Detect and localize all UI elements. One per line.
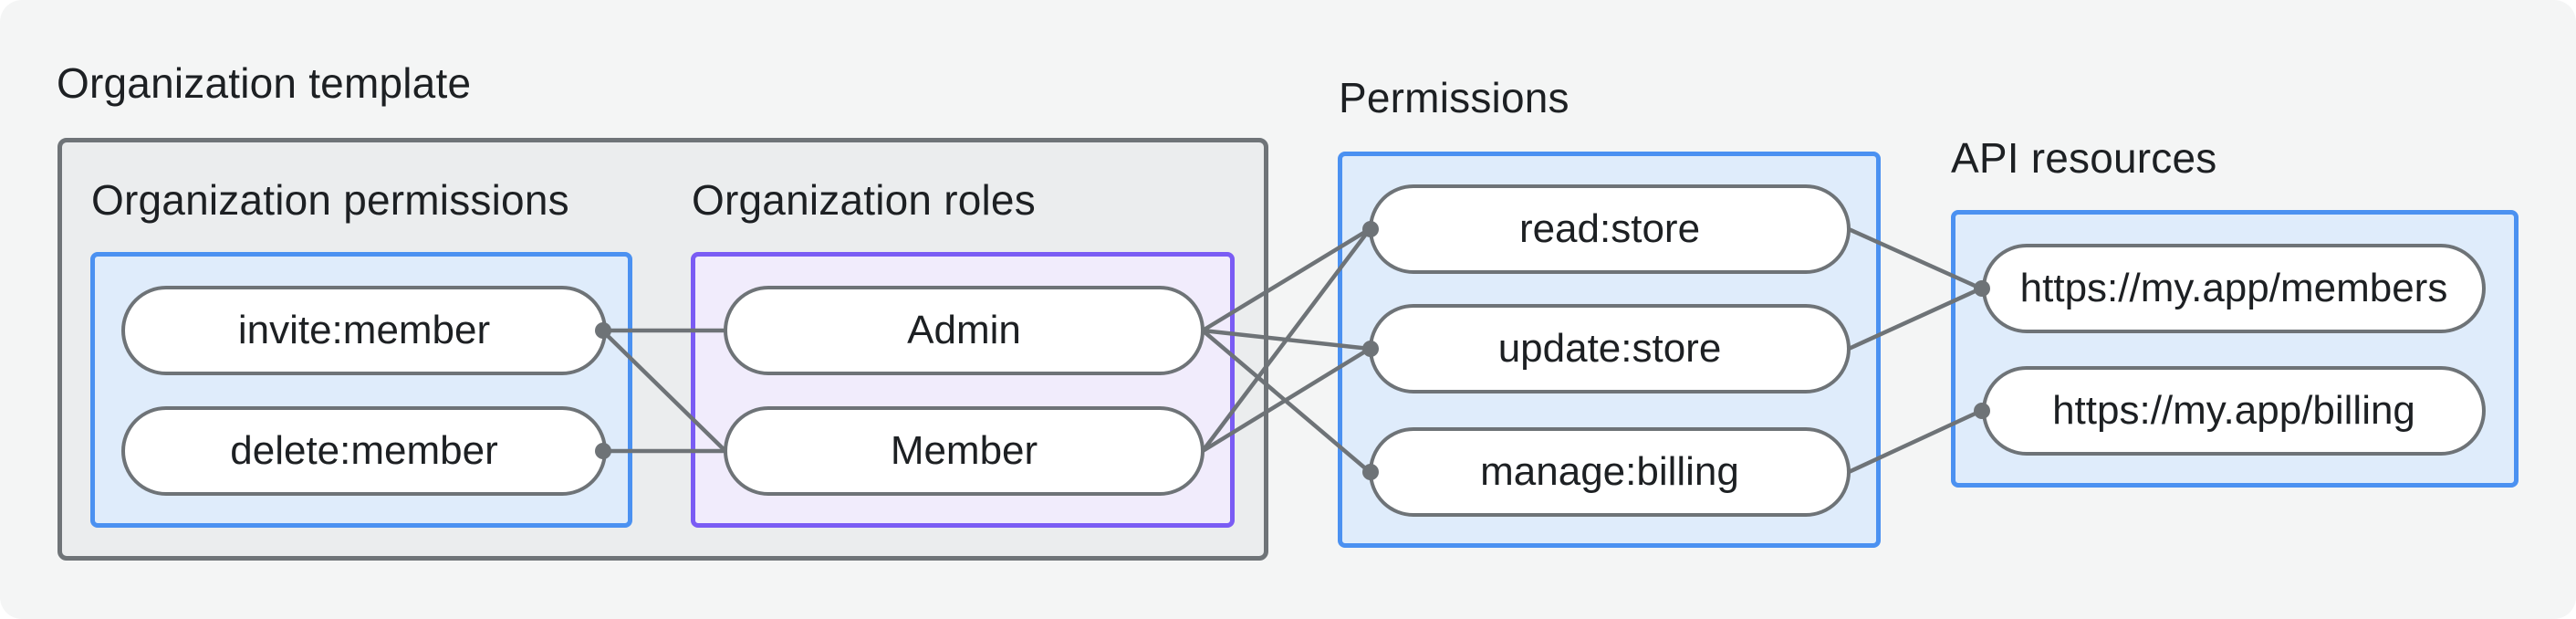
node-admin: Admin: [724, 286, 1205, 375]
node-manage-billing: manage:billing: [1369, 427, 1851, 517]
node-delete-member: delete:member: [121, 406, 607, 496]
organization-roles-label: Organization roles: [692, 176, 1036, 224]
organization-permissions-label: Organization permissions: [91, 176, 569, 224]
api-resources-label: API resources: [1951, 134, 2217, 182]
node-invite-member: invite:member: [121, 286, 607, 375]
node-read-store: read:store: [1369, 184, 1851, 274]
node-member: Member: [724, 406, 1205, 496]
node-members-api: https://my.app/members: [1982, 244, 2486, 333]
node-update-store: update:store: [1369, 304, 1851, 393]
permissions-label: Permissions: [1339, 74, 1570, 121]
node-billing-api: https://my.app/billing: [1982, 366, 2486, 456]
organization-template-label: Organization template: [57, 59, 472, 107]
